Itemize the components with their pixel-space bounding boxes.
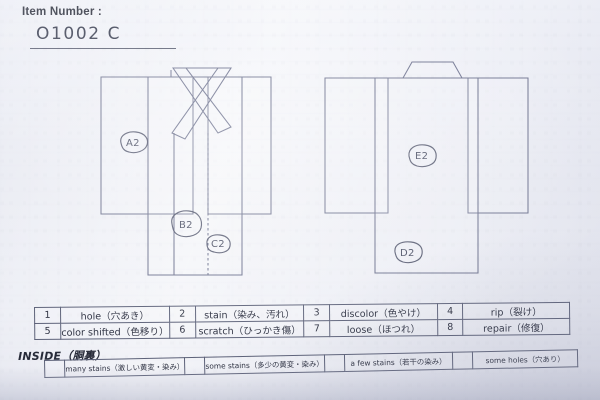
item-number-underline: [30, 48, 176, 49]
inside-checkbox-cell[interactable]: [452, 351, 473, 370]
inside-checkbox-cell[interactable]: [184, 357, 206, 375]
inside-option-label[interactable]: some holes（穴あり）: [472, 349, 578, 369]
code-label-cell[interactable]: hole（穴あき）: [60, 306, 170, 324]
code-label-cell[interactable]: repair（修復）: [463, 318, 570, 336]
damage-mark-d2-text: D2: [400, 248, 415, 259]
damage-code-table: 1 hole（穴あき） 2 stain（染み、汚れ） 3 discolor（色や…: [34, 302, 570, 340]
code-label-cell[interactable]: rip（裂け）: [462, 302, 570, 320]
inside-option-label[interactable]: a few stains（若干の染み）: [344, 352, 453, 372]
code-number-cell[interactable]: 5: [34, 323, 61, 340]
damage-mark-d2[interactable]: D2: [391, 239, 425, 266]
code-number-cell[interactable]: 7: [303, 320, 330, 337]
code-number-cell[interactable]: 1: [34, 307, 61, 324]
item-number-field[interactable]: O1002 C: [30, 24, 176, 49]
code-label-cell[interactable]: color shifted（色移り）: [60, 322, 170, 340]
damage-mark-e2-text: E2: [415, 151, 428, 162]
damage-mark-c2[interactable]: C2: [203, 232, 233, 256]
table-row: many stains（激しい黄変・染み） some stains（多少の黄変・…: [44, 349, 578, 378]
code-label-cell[interactable]: loose（ほつれ）: [329, 319, 438, 337]
damage-mark-b2[interactable]: B2: [168, 208, 206, 240]
damage-mark-a2-text: A2: [126, 138, 140, 149]
damage-mark-b2-text: B2: [179, 220, 193, 231]
item-number-value: O1002 C: [36, 24, 122, 44]
damage-mark-c2-text: C2: [211, 239, 225, 250]
garment-diagrams: A2 B2 C2 E2 D2: [100, 61, 529, 276]
header: Item Number : O1002 C: [22, 6, 176, 49]
inside-checkbox-cell[interactable]: [44, 360, 66, 378]
inside-option-label[interactable]: some stains（多少の黄変・染み）: [204, 354, 325, 375]
code-number-cell[interactable]: 3: [303, 304, 330, 321]
kimono-front-diagram: [100, 67, 272, 276]
code-label-cell[interactable]: scratch（ひっかき傷）: [195, 320, 305, 338]
code-label-cell[interactable]: stain（染み、汚れ）: [195, 304, 304, 322]
inside-checkbox-cell[interactable]: [324, 354, 345, 372]
code-number-cell[interactable]: 4: [437, 303, 464, 320]
damage-mark-a2[interactable]: A2: [116, 129, 150, 155]
inside-option-label[interactable]: many stains（激しい黄変・染み）: [64, 357, 185, 378]
code-number-cell[interactable]: 6: [169, 321, 196, 339]
kimono-back-diagram: [324, 61, 529, 274]
inside-options-table: many stains（激しい黄変・染み） some stains（多少の黄変・…: [44, 349, 578, 378]
code-number-cell[interactable]: 8: [437, 319, 464, 336]
code-label-cell[interactable]: discolor（色やけ）: [329, 303, 438, 321]
item-number-label: Item Number :: [22, 6, 102, 18]
code-number-cell[interactable]: 2: [169, 305, 196, 323]
damage-mark-e2[interactable]: E2: [405, 142, 439, 170]
